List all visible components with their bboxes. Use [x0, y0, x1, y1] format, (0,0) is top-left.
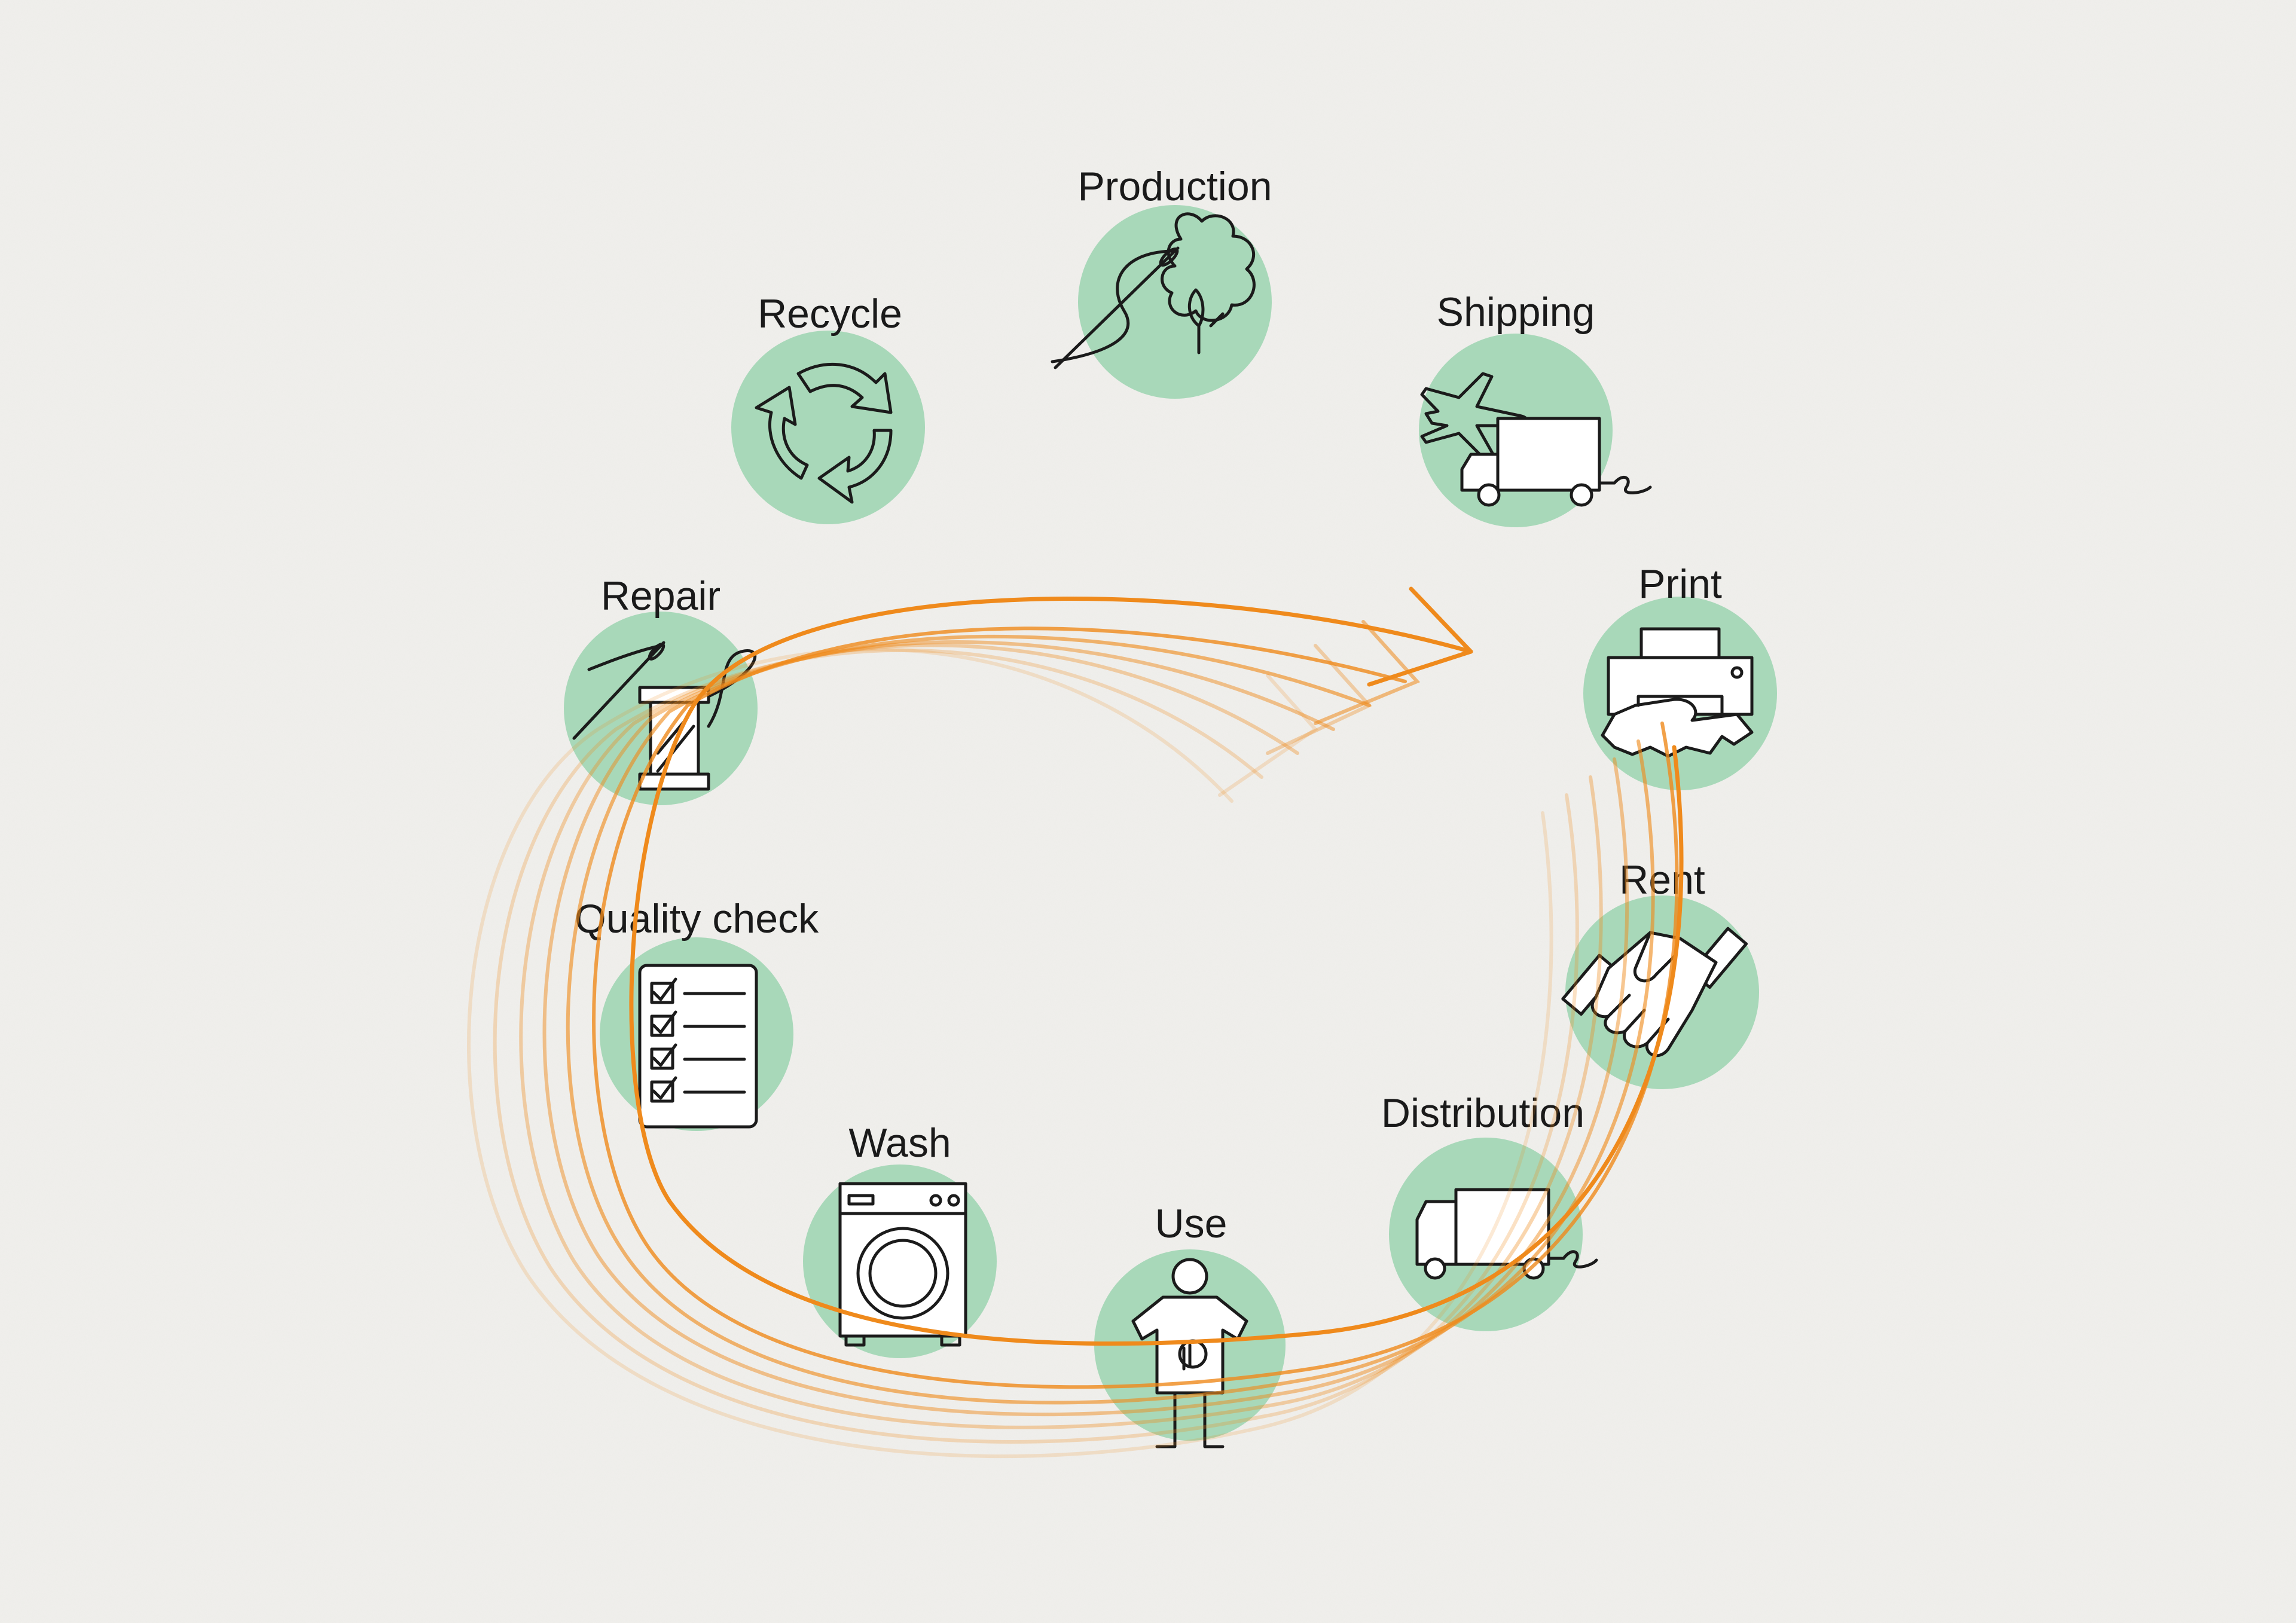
flow-trail-2	[493, 648, 1579, 1444]
flow-arrowhead-echo	[1266, 644, 1372, 755]
flow-trail-6	[592, 626, 1679, 1389]
stage-circle	[1078, 205, 1272, 399]
stage-label: Print	[1638, 561, 1722, 607]
stage-print: Print	[1583, 561, 1777, 790]
handshake-icon	[1561, 927, 1748, 1057]
flow-arrowhead	[1367, 586, 1473, 687]
stage-use: Use	[1094, 1201, 1286, 1448]
stage-label: Recycle	[758, 291, 902, 337]
stage-label: Shipping	[1437, 289, 1595, 335]
stage-label: Repair	[601, 573, 720, 619]
flow-arrow-main	[629, 597, 1684, 1346]
delivery-truck-icon	[1415, 1188, 1598, 1280]
stage-shipping: Shipping	[1419, 289, 1652, 527]
cotton-needle-icon	[1051, 212, 1256, 369]
stage-label: Distribution	[1381, 1090, 1584, 1136]
stage-wash: Wash	[803, 1120, 997, 1358]
stage-label: Production	[1077, 164, 1272, 209]
stage-production: Production	[1051, 164, 1272, 399]
flow-arrows	[467, 586, 1684, 1459]
stage-circle	[731, 331, 925, 524]
plane-truck-icon	[1420, 372, 1652, 507]
washing-machine-icon	[838, 1182, 967, 1347]
stage-rent: Rent	[1561, 857, 1759, 1089]
stage-label: Wash	[848, 1120, 951, 1166]
stage-label: Rent	[1619, 857, 1705, 903]
stage-quality-check: Quality check	[575, 896, 819, 1131]
recycle-arrows-icon	[755, 362, 893, 504]
checklist-icon	[638, 964, 758, 1129]
stage-label: Quality check	[575, 896, 819, 942]
flow-arrowhead-echo	[1314, 620, 1421, 725]
stage-label: Use	[1155, 1201, 1228, 1246]
flow-arrowhead-echo	[1218, 674, 1318, 797]
stage-recycle: Recycle	[731, 291, 925, 524]
stage-distribution: Distribution	[1381, 1090, 1598, 1331]
